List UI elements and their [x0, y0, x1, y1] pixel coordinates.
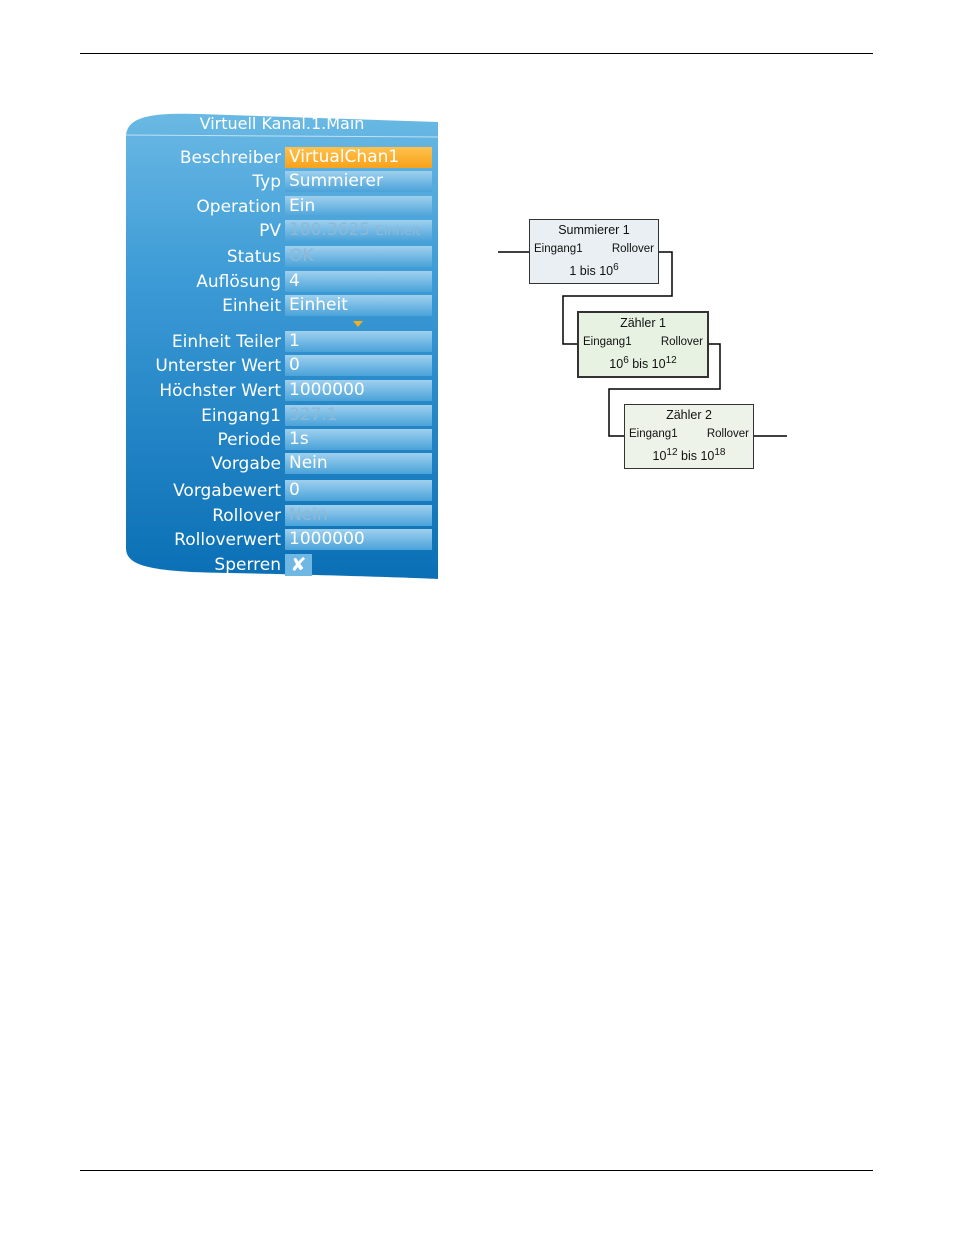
- row-pv: PV 180.3625 Einheit: [126, 220, 438, 242]
- typ-field[interactable]: Summierer: [285, 171, 432, 192]
- pv-field: 180.3625 Einheit: [285, 220, 432, 241]
- row-label: Einheit Teiler: [171, 332, 281, 352]
- row-sperren[interactable]: Sperren ✘: [126, 554, 438, 576]
- sperren-checkbox[interactable]: ✘: [285, 554, 312, 576]
- pv-unit: Einheit: [375, 224, 421, 239]
- range-mid: bis 10: [677, 449, 715, 464]
- footer-rule: [80, 1170, 873, 1171]
- row-label: Vorgabe: [211, 454, 281, 474]
- row-vorgabewert[interactable]: Vorgabewert 0: [126, 480, 438, 502]
- row-label: Operation: [196, 197, 281, 217]
- row-hoechster-wert[interactable]: Höchster Wert 1000000: [126, 380, 438, 402]
- row-beschreiber[interactable]: Beschreiber VirtualChan1: [126, 147, 438, 169]
- hoechster-wert-field[interactable]: 1000000: [285, 380, 432, 401]
- range-start: 10: [652, 449, 667, 464]
- row-operation[interactable]: Operation Ein: [126, 196, 438, 218]
- row-label: Höchster Wert: [159, 381, 281, 401]
- row-einheit-teiler[interactable]: Einheit Teiler 1: [126, 331, 438, 353]
- range-exponent: 6: [613, 262, 619, 273]
- block-range: 1 bis 106: [530, 262, 658, 278]
- row-label: Unterster Wert: [155, 356, 281, 376]
- operation-field[interactable]: Ein: [285, 196, 432, 217]
- row-label: Rolloverwert: [174, 530, 281, 550]
- einheit-teiler-field[interactable]: 1: [285, 331, 432, 352]
- range-start: 10: [609, 357, 624, 372]
- row-einheit[interactable]: Einheit Einheit: [126, 295, 438, 317]
- range-mid: bis 10: [576, 264, 614, 279]
- header-rule: [80, 53, 873, 54]
- block-title: Zähler 1: [620, 316, 666, 330]
- row-status: Status OK: [126, 246, 438, 268]
- row-unterster-wert[interactable]: Unterster Wert 0: [126, 355, 438, 377]
- row-label: Eingang1: [201, 406, 281, 426]
- row-vorgabe[interactable]: Vorgabe Nein: [126, 453, 438, 475]
- block-title: Summierer 1: [558, 223, 630, 237]
- row-label: Vorgabewert: [173, 481, 281, 501]
- row-label: PV: [259, 221, 281, 241]
- panel-title: Virtuell Kanal.1.Main: [199, 114, 365, 133]
- block-zaehler-2: Zähler 2 Eingang1 Rollover 1012 bis 1018: [624, 404, 754, 469]
- block-zaehler-1: Zähler 1 Eingang1 Rollover 106 bis 1012: [577, 311, 709, 378]
- status-field: OK: [285, 246, 432, 267]
- block-output-label: Rollover: [706, 428, 749, 440]
- aufloesung-field[interactable]: 4: [285, 271, 432, 292]
- row-label: Auflösung: [196, 272, 281, 292]
- scroll-down-indicator-icon[interactable]: [353, 321, 363, 327]
- range-start-exponent: 12: [666, 447, 678, 458]
- unterster-wert-field[interactable]: 0: [285, 355, 432, 376]
- vorgabewert-field[interactable]: 0: [285, 480, 432, 501]
- row-label: Periode: [217, 430, 281, 450]
- row-aufloesung[interactable]: Auflösung 4: [126, 271, 438, 293]
- row-label: Sperren: [214, 555, 281, 575]
- block-input-label: Eingang1: [534, 243, 583, 255]
- block-output-label: Rollover: [660, 336, 703, 348]
- row-label: Beschreiber: [179, 148, 281, 168]
- einheit-field[interactable]: Einheit: [285, 295, 432, 316]
- row-typ[interactable]: Typ Summierer: [126, 171, 438, 193]
- row-label: Rollover: [212, 506, 281, 526]
- range-exponent: 12: [665, 355, 677, 366]
- eingang1-field: 327.1: [285, 405, 432, 426]
- block-input-label: Eingang1: [583, 336, 632, 348]
- beschreiber-field[interactable]: VirtualChan1: [285, 147, 432, 168]
- rollover-field: Nein: [285, 505, 432, 526]
- range-exponent: 18: [714, 447, 726, 458]
- pv-value: 180.3625: [289, 220, 371, 240]
- range-mid: bis 10: [628, 357, 666, 372]
- block-input-label: Eingang1: [629, 428, 678, 440]
- block-range: 106 bis 1012: [579, 355, 707, 371]
- row-label: Typ: [252, 172, 281, 192]
- row-eingang1: Eingang1 327.1: [126, 405, 438, 427]
- rolloverwert-field[interactable]: 1000000: [285, 529, 432, 550]
- row-rolloverwert[interactable]: Rolloverwert 1000000: [126, 529, 438, 551]
- row-label: Status: [226, 247, 281, 267]
- block-range: 1012 bis 1018: [625, 447, 753, 463]
- vorgabe-field[interactable]: Nein: [285, 453, 432, 474]
- block-title: Zähler 2: [666, 408, 712, 422]
- periode-field[interactable]: 1s: [285, 429, 432, 450]
- row-label: Einheit: [222, 296, 281, 316]
- row-periode[interactable]: Periode 1s: [126, 429, 438, 451]
- block-output-label: Rollover: [611, 243, 654, 255]
- block-summierer-1: Summierer 1 Eingang1 Rollover 1 bis 106: [529, 219, 659, 284]
- range-start-exponent: 6: [623, 355, 629, 366]
- row-rollover: Rollover Nein: [126, 505, 438, 527]
- range-start: 1: [569, 264, 577, 279]
